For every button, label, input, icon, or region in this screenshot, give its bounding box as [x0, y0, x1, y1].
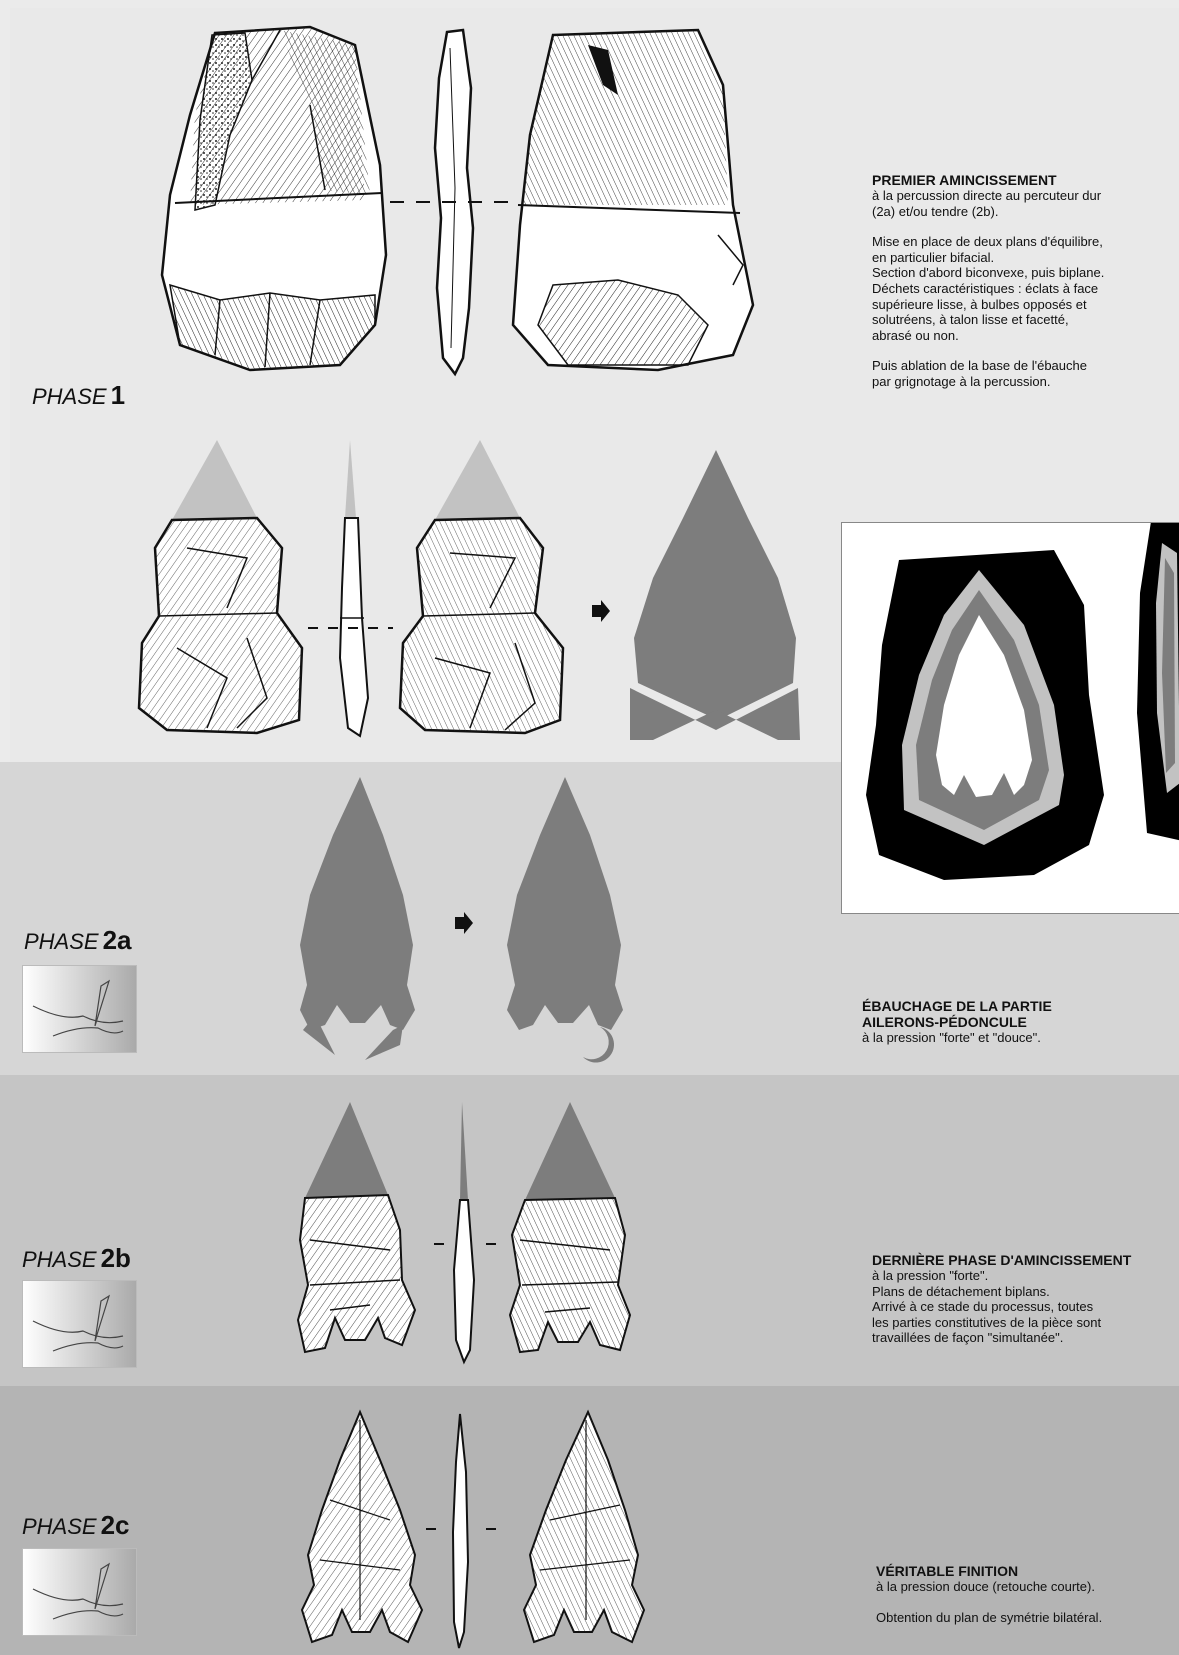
phase2c-point-profile [448, 1412, 474, 1652]
desc-line: Mise en place de deux plans d'équilibre, [872, 234, 1179, 250]
phase-2a-description: ÉBAUCHAGE DE LA PARTIE AILERONS-PÉDONCUL… [862, 998, 1179, 1046]
desc-line: à la pression "forte" et "douce". [862, 1030, 1179, 1046]
phase1-preform-section-line [308, 626, 393, 630]
pressure-flaking-hand-icon-2c [22, 1548, 137, 1636]
phase1-preform-face-a [137, 438, 312, 738]
desc-line: Arrivé à ce stade du processus, toutes [872, 1299, 1179, 1315]
desc-line: (2a) et/ou tendre (2b). [872, 204, 1179, 220]
reduction-sequence-inset [841, 522, 1179, 914]
phase1-section-line [390, 200, 520, 204]
desc-line: Puis ablation de la base de l'ébauche [872, 358, 1179, 374]
desc-line: abrasé ou non. [872, 328, 1179, 344]
phase1-blank-face-b [508, 25, 758, 375]
phase1-blank-face-a [160, 25, 390, 375]
desc-line: travaillées de façon "simultanée". [872, 1330, 1179, 1346]
desc-line: Section d'abord biconvexe, puis biplane. [872, 265, 1179, 281]
phase2a-silhouette-a [285, 775, 435, 1065]
phase1-preform-face-b [395, 438, 570, 738]
phase-2c-description: VÉRITABLE FINITION à la pression douce (… [876, 1563, 1176, 1625]
desc-line: solutréens, à talon lisse et facetté, [872, 312, 1179, 328]
phase-1-description: PREMIER AMINCISSEMENT à la percussion di… [872, 172, 1179, 390]
desc-line: à la percussion directe au percuteur dur [872, 188, 1179, 204]
phase2a-arrow [455, 912, 473, 934]
phase2b-point-face-a [290, 1100, 430, 1370]
phase-2c-title: VÉRITABLE FINITION [876, 1563, 1176, 1579]
desc-line: supérieure lisse, à bulbes opposés et [872, 297, 1179, 313]
phase2c-section-lines [424, 1527, 499, 1531]
phase-2a-title: ÉBAUCHAGE DE LA PARTIE [862, 998, 1179, 1014]
desc-line: Plans de détachement biplans. [872, 1284, 1179, 1300]
desc-line: Obtention du plan de symétrie bilatéral. [876, 1610, 1176, 1626]
desc-line: à la pression douce (retouche courte). [876, 1579, 1176, 1595]
desc-line: Déchets caractéristiques : éclats à face [872, 281, 1179, 297]
phase2c-point-face-a [300, 1410, 430, 1650]
desc-line: par grignotage à la percussion. [872, 374, 1179, 390]
phase2b-section-lines [430, 1242, 500, 1246]
pressure-flaking-hand-icon-2a [22, 965, 137, 1053]
phase2b-point-face-b [500, 1100, 640, 1370]
desc-line: les parties constitutives de la pièce so… [872, 1315, 1179, 1331]
desc-line: en particulier bifacial. [872, 250, 1179, 266]
pressure-flaking-hand-icon-2b [22, 1280, 137, 1368]
inset-face-diagram [864, 545, 1104, 885]
phase2a-silhouette-b [495, 775, 645, 1065]
phase1-arrow [592, 600, 610, 622]
phase1-preform-profile [330, 438, 375, 738]
phase2c-point-face-b [520, 1410, 650, 1650]
phase-1-title: PREMIER AMINCISSEMENT [872, 172, 1179, 188]
desc-line: à la pression "forte". [872, 1268, 1179, 1284]
phase-2b-description: DERNIÈRE PHASE D'AMINCISSEMENT à la pres… [872, 1252, 1179, 1346]
phase2b-point-profile [450, 1100, 480, 1370]
phase-2a-title: AILERONS-PÉDONCULE [862, 1014, 1179, 1030]
phase-2b-title: DERNIÈRE PHASE D'AMINCISSEMENT [872, 1252, 1179, 1268]
inset-profile-diagram [1132, 522, 1179, 843]
phase1-target-silhouette [628, 448, 803, 738]
